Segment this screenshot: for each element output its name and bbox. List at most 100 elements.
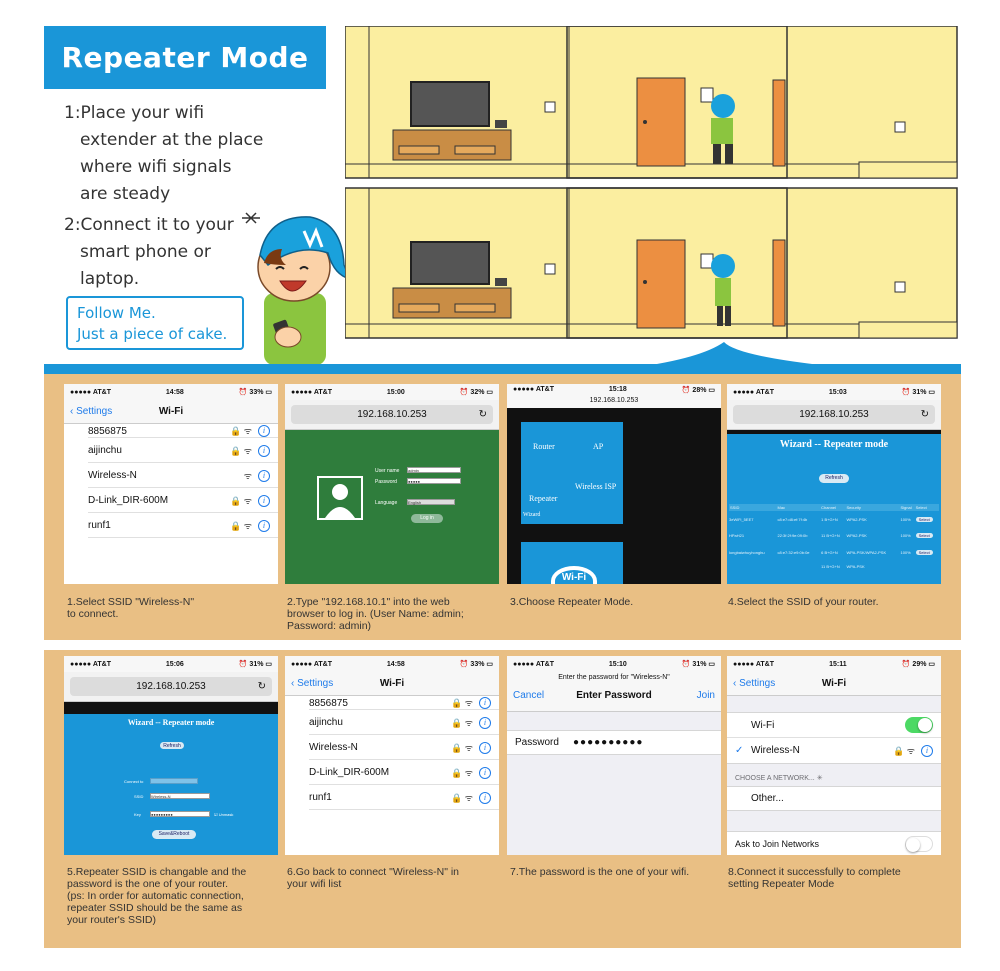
cancel-button[interactable]: Cancel xyxy=(513,690,545,701)
step-1-line: extender at the place xyxy=(80,130,264,150)
reload-icon[interactable]: ↻ xyxy=(257,681,266,692)
connected-network-row[interactable]: ✓ Wireless-N 🔒 ᯤ i xyxy=(727,738,941,763)
step-caption-3: 3.Choose Repeater Mode. xyxy=(510,596,634,608)
wifi-tile[interactable]: Wi-Fi xyxy=(521,542,623,584)
wifi-toggle[interactable] xyxy=(905,717,933,733)
select-button[interactable]: Select xyxy=(915,532,933,538)
step-2-line: 2:Connect it to your xyxy=(64,215,234,235)
step-caption-4: 4.Select the SSID of your router. xyxy=(728,596,879,608)
screen-5-repeater-settings: ●●●●● AT&T 15:06⏰ 31% ▭ 192.168.10.253↻ … xyxy=(64,656,278,855)
info-icon[interactable]: i xyxy=(258,424,270,437)
other-network-label: Other... xyxy=(751,793,784,804)
ssid-input[interactable]: Wireless-N xyxy=(150,793,210,799)
mascot-hair xyxy=(264,249,286,265)
mode-menu: Router AP Wireless ISP Repeater Wizard W… xyxy=(507,408,721,584)
scene-room-bottom xyxy=(345,187,958,339)
select-button[interactable]: Select xyxy=(915,516,933,522)
address-bar[interactable]: 192.168.10.253↻ xyxy=(64,672,278,702)
language-label: Language xyxy=(375,500,398,506)
info-icon[interactable]: i xyxy=(258,444,270,457)
reload-icon[interactable]: ↻ xyxy=(478,409,487,420)
wifi-network-row[interactable]: aijinchu🔒 ᯤ i xyxy=(309,710,499,735)
connect-to-label: Connect to xyxy=(124,779,144,784)
bubble-line: Follow Me. xyxy=(77,304,156,322)
user-input[interactable]: admin xyxy=(407,467,461,473)
screen-3-mode-select: ●●●●● AT&T 15:18⏰ 28% ▭ 192.168.10.253 R… xyxy=(507,384,721,584)
info-icon[interactable]: i xyxy=(479,716,491,729)
refresh-button[interactable]: Refresh xyxy=(819,474,849,483)
info-icon[interactable]: i xyxy=(258,519,270,532)
password-field-row[interactable]: Password ●●●●●●●●●● xyxy=(507,730,721,755)
mode-ap[interactable]: AP xyxy=(593,442,604,451)
info-icon[interactable]: i xyxy=(258,469,270,482)
user-label: User name xyxy=(375,468,400,474)
wifi-network-row[interactable]: runf1🔒 ᯤ i xyxy=(309,785,499,810)
info-icon[interactable]: i xyxy=(921,744,933,757)
door-icon xyxy=(636,239,686,329)
wifi-network-row[interactable]: aijinchu🔒 ᯤ i xyxy=(88,438,278,463)
wifi-network-row[interactable]: runf1🔒 ᯤ i xyxy=(88,513,278,538)
mode-grid: Router AP Wireless ISP Repeater Wizard xyxy=(521,422,623,524)
other-network-row[interactable]: Other... xyxy=(727,786,941,811)
password-input[interactable]: ●●●●● xyxy=(407,478,461,484)
house-scene-illustration xyxy=(345,26,958,339)
page-title: Repeater Mode xyxy=(44,26,326,89)
key-input[interactable]: ●●●●●●●●● xyxy=(150,811,210,817)
wifi-network-row[interactable]: D-Link_DIR-600M🔒 ᯤ i xyxy=(309,760,499,785)
tv-icon xyxy=(410,241,490,285)
back-button[interactable]: ‹ Settings xyxy=(733,678,776,689)
key-label: Key xyxy=(134,812,141,817)
mode-router[interactable]: Router xyxy=(533,442,555,451)
screen-1-wifi-list: ●●●●● AT&T 14:58⏰ 33% ▭ ‹ Settings Wi-Fi… xyxy=(64,384,278,584)
wifi-network-row[interactable]: Wireless-N🔒 ᯤ i xyxy=(309,735,499,760)
wifi-network-row[interactable]: 8856875🔒 ᯤ i xyxy=(309,696,499,710)
reload-icon[interactable]: ↻ xyxy=(920,409,929,420)
tv-icon xyxy=(410,81,490,127)
ask-to-join-toggle[interactable] xyxy=(905,836,933,852)
unmask-checkbox[interactable]: ☑ Unmask xyxy=(214,812,234,817)
nav-title: Wi-Fi xyxy=(821,678,847,689)
address-bar[interactable]: 192.168.10.253↻ xyxy=(285,400,499,430)
connect-to-input[interactable] xyxy=(150,778,198,784)
mode-repeater[interactable]: Repeater xyxy=(529,494,558,503)
connected-network-name: Wireless-N xyxy=(751,745,800,756)
checkmark-icon: ✓ xyxy=(735,745,744,756)
nav-title: Wi-Fi xyxy=(158,406,184,417)
back-button[interactable]: ‹ Settings xyxy=(70,406,113,417)
step-caption-7: 7.The password is the one of your wifi. xyxy=(510,866,690,878)
info-icon[interactable]: i xyxy=(479,741,491,754)
select-button[interactable]: Select xyxy=(915,549,933,555)
wifi-network-row[interactable]: 8856875🔒 ᯤ i xyxy=(88,424,278,438)
repeater-config-form: Wizard -- Repeater mode Refresh Connect … xyxy=(64,706,278,855)
refresh-button[interactable]: Refresh xyxy=(160,742,184,749)
extender-icon xyxy=(700,87,714,103)
join-button[interactable]: Join xyxy=(696,690,715,701)
info-icon[interactable]: i xyxy=(479,696,491,709)
password-input[interactable]: ●●●●●●●●●● xyxy=(573,737,644,748)
step-1: 1:Place your wifi extender at the place … xyxy=(64,100,284,208)
mascot-illustration xyxy=(242,212,352,365)
mode-wizard[interactable]: Wizard xyxy=(523,512,541,518)
mode-wireless-isp[interactable]: Wireless ISP xyxy=(575,482,617,491)
info-icon[interactable]: i xyxy=(479,766,491,779)
wifi-network-row[interactable]: D-Link_DIR-600M🔒 ᯤ i xyxy=(88,488,278,513)
address-bar[interactable]: 192.168.10.253↻ xyxy=(727,400,941,430)
back-button[interactable]: ‹ Settings xyxy=(291,678,334,689)
wizard-title: Wizard -- Repeater mode xyxy=(779,439,889,450)
user-avatar-icon xyxy=(317,476,363,520)
login-button[interactable]: Log in xyxy=(411,514,443,523)
info-icon[interactable]: i xyxy=(258,494,270,507)
info-icon[interactable]: i xyxy=(479,791,491,804)
save-reboot-button[interactable]: Save&Reboot xyxy=(152,830,196,839)
language-select[interactable]: English xyxy=(407,499,455,505)
url-label: 192.168.10.253 xyxy=(589,397,639,404)
wifi-logo-icon: Wi-Fi xyxy=(551,566,597,584)
nav-bar: ‹ Settings Wi-Fi xyxy=(727,672,941,696)
